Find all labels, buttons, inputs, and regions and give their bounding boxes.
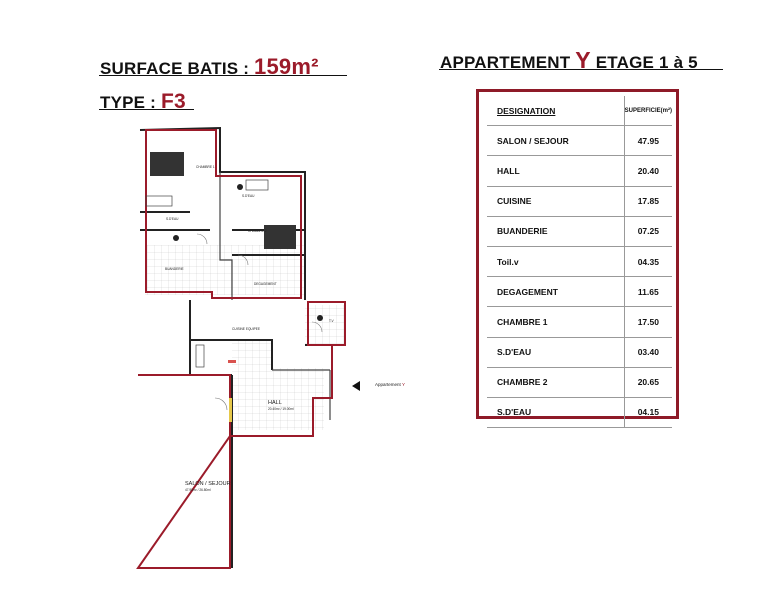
kitchen-counter: [195, 344, 205, 368]
surface-label: SURFACE BATIS :: [100, 59, 250, 78]
room-name: HALL: [487, 155, 625, 187]
room-name: Toil.v: [487, 246, 625, 278]
type-underline: [99, 109, 194, 110]
room-area: 04.15: [624, 397, 672, 429]
outline-toilv: [307, 301, 346, 346]
label-cuisine: CUISINE EQUIPEE: [232, 327, 260, 331]
appartement-marker: Appartement Y: [375, 382, 405, 387]
appartement-underline: [439, 69, 723, 70]
door-arc: [214, 397, 228, 411]
appartement-letter: Y: [575, 47, 591, 73]
surface-value: 159m²: [254, 54, 319, 79]
type-title: TYPE : F3: [100, 90, 186, 114]
etage-label: ETAGE 1 à 5: [595, 53, 698, 72]
label-sdeau-2: S.D'EAU: [242, 194, 255, 198]
toilv-floor: [305, 305, 345, 345]
room-area: 17.85: [624, 186, 672, 217]
appartement-label: APPARTEMENT: [440, 53, 571, 72]
bed-chambre1: [150, 152, 184, 176]
wc-icon: [173, 235, 179, 241]
label-chambre2: CHAMBRE 2: [248, 229, 267, 233]
room-name: CHAMBRE 2: [487, 367, 625, 398]
surface-underline: [99, 75, 347, 76]
room-area: 20.40: [624, 155, 672, 187]
label-hall: HALL: [268, 400, 282, 406]
room-name: S.D'EAU: [487, 337, 625, 368]
bed-chambre2: [264, 225, 296, 249]
room-name: SALON / SEJOUR: [487, 125, 625, 157]
label-toilv: T.V: [329, 319, 334, 323]
appartement-marker-letter: Y: [401, 382, 405, 387]
table-header-row: DESIGNATION SUPERFICIE(m²): [487, 96, 672, 127]
appartement-title: APPARTEMENT Y ETAGE 1 à 5: [440, 47, 698, 74]
room-area: 17.50: [624, 306, 672, 338]
door-highlight: [228, 360, 236, 363]
label-sdeau-1: S.D'EAU: [166, 217, 179, 221]
hall-entry-floor: [232, 340, 272, 370]
entry-arrow-icon: [352, 381, 360, 391]
type-value: F3: [160, 90, 186, 113]
type-label: TYPE :: [100, 93, 156, 112]
col-designation: DESIGNATION: [487, 96, 625, 127]
inner-walls: [219, 172, 331, 420]
room-name: CHAMBRE 1: [487, 306, 625, 338]
door-arc: [196, 233, 208, 245]
shower: [245, 179, 269, 191]
room-name: S.D'EAU: [487, 397, 625, 429]
surface-title: SURFACE BATIS : 159m²: [100, 54, 319, 80]
room-area: 47.95: [624, 125, 672, 157]
label-hall-area: 20.40m² / 19.00ml: [268, 407, 294, 411]
label-degagement: DEGAGEMENT: [254, 282, 277, 286]
room-name: CUISINE: [487, 186, 625, 217]
wc-icon-2: [237, 184, 243, 190]
degagement-floor: [145, 245, 305, 295]
door-highlight: [229, 398, 232, 422]
door-arc: [237, 254, 249, 266]
door-arc: [311, 321, 323, 333]
surface-table-box: DESIGNATION SUPERFICIE(m²) SALON / SEJOU…: [476, 89, 679, 429]
label-salon-area: 47.95m² / 26.80ml: [185, 488, 211, 492]
surface-table: DESIGNATION SUPERFICIE(m²) SALON / SEJOU…: [487, 96, 672, 429]
room-area: 04.35: [624, 246, 672, 278]
room-area: 03.40: [624, 337, 672, 368]
room-area: 20.65: [624, 367, 672, 398]
room-area: 11.65: [624, 276, 672, 308]
label-buanderie: BUANDERIE: [165, 267, 184, 271]
floor-plan: CHAMBRE 1 CHAMBRE 2 S.D'EAU S.D'EAU BUAN…: [136, 126, 360, 569]
label-salon: SALON / SEJOUR: [185, 481, 231, 487]
outline-south: [136, 345, 333, 569]
room-name: DEGAGEMENT: [487, 276, 625, 308]
wc-icon-3: [317, 315, 323, 321]
col-superficie: SUPERFICIE(m²): [624, 96, 672, 127]
hall-floor: [232, 368, 324, 430]
room-name: BUANDERIE: [487, 216, 625, 247]
bathtub: [145, 195, 173, 207]
outline-north: [145, 129, 302, 299]
label-chambre1: CHAMBRE 1: [196, 165, 215, 169]
room-area: 07.25: [624, 216, 672, 247]
